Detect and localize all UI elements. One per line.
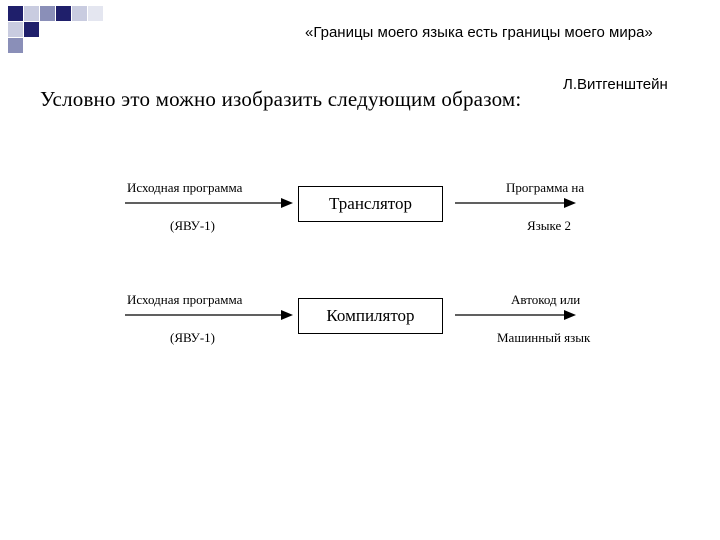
output-arrow <box>455 198 576 208</box>
input-program-label: Исходная программа <box>127 180 243 195</box>
decor-square <box>24 6 39 21</box>
decor-square <box>8 22 23 37</box>
decor-square <box>88 6 103 21</box>
output-label-line1: Автокод или <box>511 292 581 307</box>
output-label-line2: Машинный язык <box>497 330 591 345</box>
quote-author: Л.Витгенштейн <box>563 76 668 93</box>
input-language-label: (ЯВУ-1) <box>170 330 215 345</box>
output-label-line1: Программа на <box>506 180 585 195</box>
slide-heading: Условно это можно изобразить следующим о… <box>40 87 522 111</box>
input-program-label: Исходная программа <box>127 292 243 307</box>
input-arrow <box>125 310 293 320</box>
decor-square <box>24 22 39 37</box>
compiler-box: Компилятор <box>298 298 443 334</box>
decor-square <box>72 6 87 21</box>
input-arrow <box>125 198 293 208</box>
decor-square <box>8 6 23 21</box>
input-language-label: (ЯВУ-1) <box>170 218 215 233</box>
decor-square <box>40 6 55 21</box>
output-label-line2: Языке 2 <box>527 218 572 233</box>
translator-box: Транслятор <box>298 186 443 222</box>
decor-square <box>8 38 23 53</box>
quote-text: «Границы моего языка есть границы моего … <box>305 24 653 41</box>
output-arrow <box>455 310 576 320</box>
decor-square <box>56 6 71 21</box>
